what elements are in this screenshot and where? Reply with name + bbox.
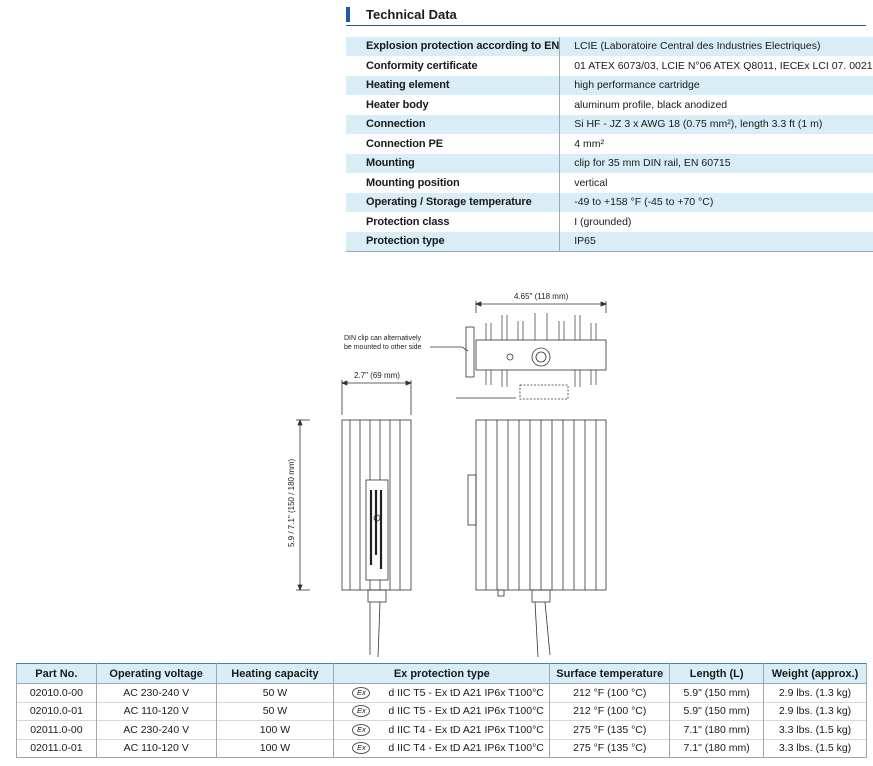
tech-label: Mounting bbox=[346, 153, 560, 173]
tech-label: Operating / Storage temperature bbox=[346, 192, 560, 212]
tech-label: Heating element bbox=[346, 75, 560, 95]
parts-cell-ex: Ex d IIC T5 - Ex tD A21 IP6x T100°C bbox=[333, 683, 551, 702]
tech-value: high performance cartridge bbox=[559, 75, 873, 95]
tech-value: I (grounded) bbox=[559, 211, 873, 232]
parts-cell-weight: 3.3 lbs. (1.5 kg) bbox=[763, 738, 867, 758]
ex-symbol-icon: Ex bbox=[352, 742, 371, 755]
top-view-heatsink bbox=[456, 301, 608, 400]
tech-label: Mounting position bbox=[346, 172, 560, 193]
parts-cell-part: 02011.0-01 bbox=[16, 738, 97, 758]
parts-cell-weight: 2.9 lbs. (1.3 kg) bbox=[763, 701, 867, 721]
tech-value: IP65 bbox=[559, 231, 873, 252]
parts-cell-weight: 2.9 lbs. (1.3 kg) bbox=[763, 683, 867, 702]
din-clip-note-line1: DIN clip can alternatively bbox=[344, 335, 422, 342]
parts-cell-voltage: AC 110-120 V bbox=[95, 738, 217, 758]
ex-symbol-icon: Ex bbox=[352, 723, 371, 736]
ex-protection-text: d IIC T5 - Ex tD A21 IP6x T100°C bbox=[388, 686, 544, 699]
tech-label: Connection PE bbox=[346, 133, 560, 154]
label-ex-symbol-icon bbox=[373, 514, 381, 522]
parts-cell-capacity: 100 W bbox=[215, 738, 335, 758]
parts-cell-length: 5.9" (150 mm) bbox=[669, 701, 765, 721]
parts-column-header: Part No. bbox=[16, 663, 97, 684]
tech-value: LCIE (Laboratoire Central des Industries… bbox=[559, 36, 873, 56]
side-view-heater bbox=[296, 380, 413, 658]
parts-cell-surface: 275 °F (135 °C) bbox=[549, 738, 671, 758]
ex-symbol-icon: Ex bbox=[352, 686, 371, 699]
parts-cell-ex: Ex d IIC T4 - Ex tD A21 IP6x T100°C bbox=[333, 738, 551, 758]
parts-column-header: Surface temperature bbox=[549, 663, 671, 684]
section-title: Technical Data bbox=[366, 7, 457, 22]
parts-cell-voltage: AC 110-120 V bbox=[95, 701, 217, 721]
parts-cell-part: 02011.0-00 bbox=[16, 720, 97, 739]
section-accent-bar bbox=[346, 7, 350, 22]
dim-width-top: 4.65" (118 mm) bbox=[514, 292, 569, 301]
parts-cell-capacity: 50 W bbox=[215, 701, 335, 721]
parts-cell-ex: Ex d IIC T5 - Ex tD A21 IP6x T100°C bbox=[333, 701, 551, 721]
parts-cell-weight: 3.3 lbs. (1.5 kg) bbox=[763, 720, 867, 739]
ex-symbol-icon: Ex bbox=[352, 705, 371, 718]
din-clip-note-line2: be mounted to other side bbox=[344, 344, 422, 351]
dim-height: 5.9 / 7.1" (150 / 180 mm) bbox=[287, 458, 296, 547]
tech-label: Conformity certificate bbox=[346, 55, 560, 76]
parts-column-header: Operating voltage bbox=[95, 663, 217, 684]
tech-value: clip for 35 mm DIN rail, EN 60715 bbox=[559, 153, 873, 173]
parts-cell-length: 5.9" (150 mm) bbox=[669, 683, 765, 702]
tech-label: Protection type bbox=[346, 231, 560, 252]
tech-row: Operating / Storage temperature-49 to +1… bbox=[346, 192, 873, 212]
tech-label: Protection class bbox=[346, 211, 560, 232]
parts-column-header: Length (L) bbox=[669, 663, 765, 684]
parts-cell-ex: Ex d IIC T4 - Ex tD A21 IP6x T100°C bbox=[333, 720, 551, 739]
parts-cell-length: 7.1" (180 mm) bbox=[669, 738, 765, 758]
parts-cell-voltage: AC 230-240 V bbox=[95, 683, 217, 702]
parts-column-header: Heating capacity bbox=[215, 663, 335, 684]
parts-column-header: Weight (approx.) bbox=[763, 663, 867, 684]
tech-label: Explosion protection according to EN bbox=[346, 36, 560, 56]
parts-cell-length: 7.1" (180 mm) bbox=[669, 720, 765, 739]
dim-width-side: 2.7" (69 mm) bbox=[354, 371, 400, 380]
parts-cell-voltage: AC 230-240 V bbox=[95, 720, 217, 739]
front-view-heater bbox=[467, 419, 607, 658]
tech-value: Si HF - JZ 3 x AWG 18 (0.75 mm²), length… bbox=[559, 114, 873, 134]
tech-value: -49 to +158 °F (-45 to +70 °C) bbox=[559, 192, 873, 212]
tech-label: Connection bbox=[346, 114, 560, 134]
ex-protection-text: d IIC T5 - Ex tD A21 IP6x T100°C bbox=[388, 705, 544, 718]
parts-cell-surface: 212 °F (100 °C) bbox=[549, 701, 671, 721]
tech-value: 4 mm² bbox=[559, 133, 873, 154]
heater-technical-drawing: 4.65" (118 mm) 2.7" (69 mm) 5.9 / 7.1" (… bbox=[287, 292, 608, 658]
parts-cell-capacity: 50 W bbox=[215, 683, 335, 702]
tech-value: 01 ATEX 6073/03, LCIE N°06 ATEX Q8011, I… bbox=[559, 55, 873, 76]
parts-cell-surface: 275 °F (135 °C) bbox=[549, 720, 671, 739]
technical-data-header: Technical Data bbox=[346, 4, 866, 26]
parts-cell-part: 02010.0-00 bbox=[16, 683, 97, 702]
tech-value: aluminum profile, black anodized bbox=[559, 94, 873, 115]
ex-protection-text: d IIC T4 - Ex tD A21 IP6x T100°C bbox=[388, 742, 544, 755]
ex-protection-text: d IIC T4 - Ex tD A21 IP6x T100°C bbox=[388, 723, 544, 736]
parts-column-header: Ex protection type bbox=[333, 663, 551, 684]
parts-cell-surface: 212 °F (100 °C) bbox=[549, 683, 671, 702]
tech-value: vertical bbox=[559, 172, 873, 193]
tech-label: Heater body bbox=[346, 94, 560, 115]
parts-cell-part: 02010.0-01 bbox=[16, 701, 97, 721]
parts-cell-capacity: 100 W bbox=[215, 720, 335, 739]
